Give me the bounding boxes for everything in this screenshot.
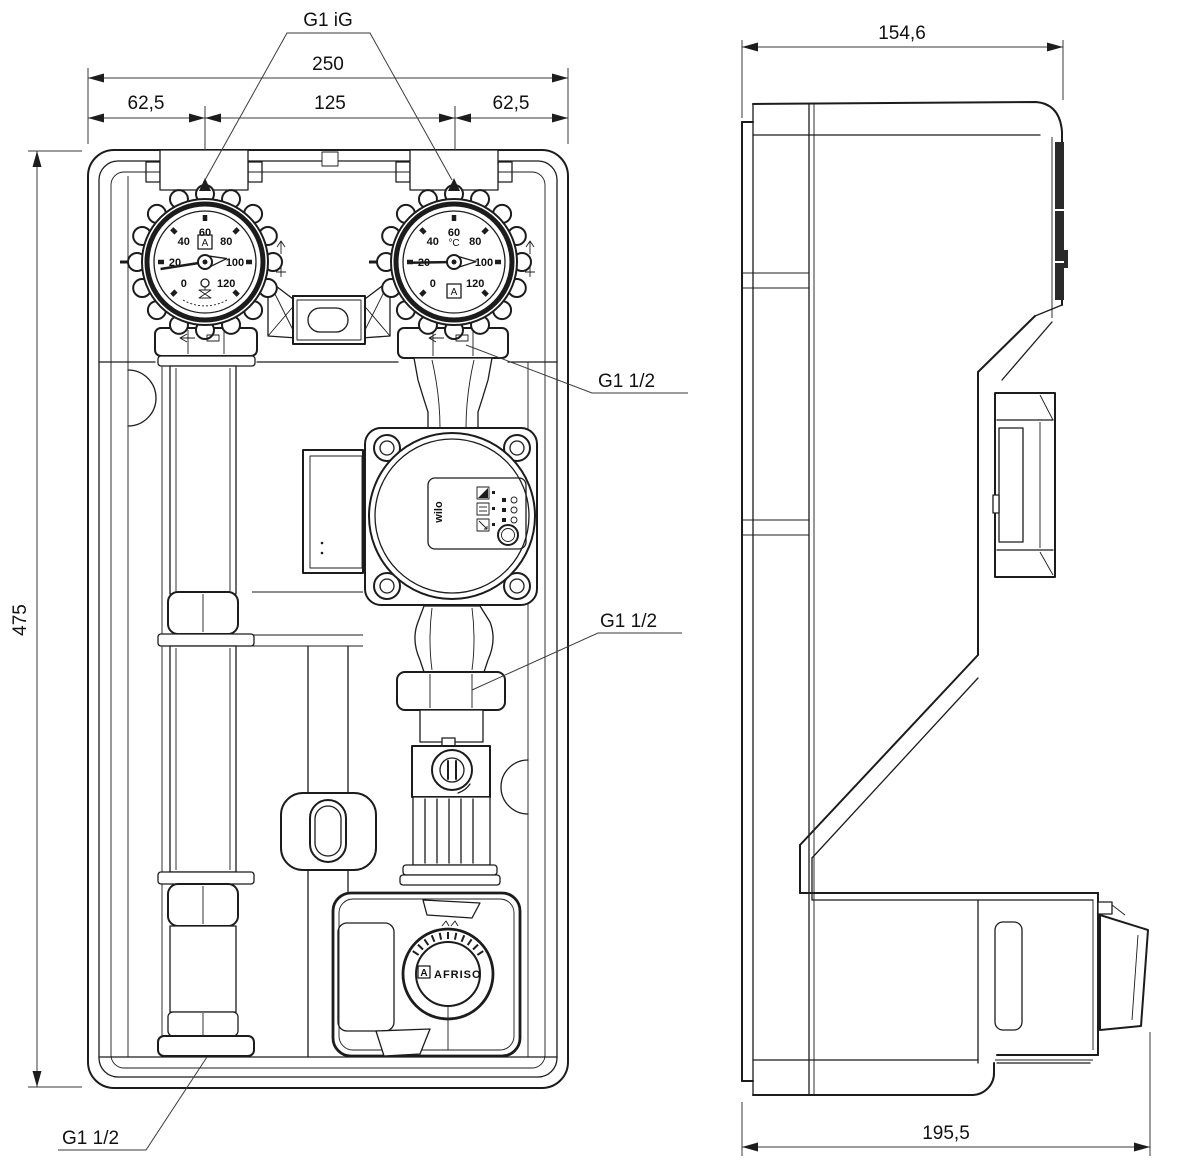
svg-text:475: 475 xyxy=(10,604,31,636)
side-actuator-knob xyxy=(1097,901,1149,1031)
label-bottom-connection: G1 1/2 xyxy=(58,1056,208,1151)
pump-terminal-box xyxy=(302,449,364,574)
left-pipe xyxy=(154,327,258,1057)
bracket-bottom xyxy=(280,792,377,871)
dimension-overall-depth: 195,5 xyxy=(741,1032,1151,1156)
pump-curve-icon xyxy=(476,518,495,532)
dial-scale-number: 80 xyxy=(469,236,481,248)
valve-symbol xyxy=(200,278,210,288)
dial-scale-number: 80 xyxy=(220,236,232,248)
pump: wilo xyxy=(302,427,538,606)
adjust-symbol: A xyxy=(451,287,458,298)
led-indicators xyxy=(502,496,518,524)
side-thermometer-edge xyxy=(1055,142,1068,300)
actuator-logo-symbol: A xyxy=(420,968,427,979)
label-top-connection: G1 iG xyxy=(204,10,453,181)
actuator-scale-tick xyxy=(423,938,430,946)
actuator-brand: AFRISO xyxy=(434,969,482,981)
display-icon xyxy=(476,486,495,500)
setting-bars-icon xyxy=(476,502,495,516)
dimension-overall-width: 250 xyxy=(88,54,568,83)
pump-bolt xyxy=(373,434,531,600)
dimensions-side: 154,6 195,5 xyxy=(741,23,1151,1156)
adjust-symbol: A xyxy=(202,238,209,249)
dial-scale-number: 100 xyxy=(475,257,493,269)
svg-text:154,6: 154,6 xyxy=(878,23,926,44)
pump-brand-logo: wilo xyxy=(433,501,445,524)
actuator-scale-tick xyxy=(460,934,466,943)
actuator-logo: A AFRISO xyxy=(417,965,482,981)
arrow-up-triangle-icon xyxy=(448,178,460,191)
actuator-scale-tick xyxy=(472,943,479,951)
arrow-left-icon xyxy=(428,333,444,343)
plus-icon xyxy=(276,267,286,277)
side-outline xyxy=(741,101,1068,1096)
side-view: 154,6 195,5 xyxy=(741,23,1151,1156)
side-pump-box xyxy=(992,392,1056,578)
unit-label: °C xyxy=(448,238,459,249)
dial-scale-number: 60 xyxy=(448,227,460,239)
bracket-top xyxy=(267,279,391,345)
dial-scale-number: 120 xyxy=(466,278,484,290)
actuator-scale-tick xyxy=(430,934,436,943)
dial-scale-number: 40 xyxy=(178,236,190,248)
front-view: wilo xyxy=(10,10,688,1151)
slot-mark-icon xyxy=(455,334,469,342)
arrow-left-icon xyxy=(179,333,195,343)
svg-text:125: 125 xyxy=(314,93,346,114)
side-actuator xyxy=(799,892,1149,1064)
actuator-dial xyxy=(401,920,495,1050)
operate-knob xyxy=(497,524,519,546)
dial-scale-number: 100 xyxy=(226,257,244,269)
dial-scale-number: 0 xyxy=(430,278,436,290)
actuator-scale-tick xyxy=(476,950,484,956)
plus-icon xyxy=(525,267,535,277)
svg-text:62,5: 62,5 xyxy=(128,93,165,114)
dimension-body-depth: 154,6 xyxy=(741,23,1064,118)
slot-mark-icon xyxy=(206,334,220,342)
svg-text:G1 1/2: G1 1/2 xyxy=(598,371,655,392)
svg-text:62,5: 62,5 xyxy=(493,93,530,114)
dial-scale-number: 40 xyxy=(427,236,439,248)
actuator-scale-tick xyxy=(438,932,443,940)
actuator-scale-tick xyxy=(412,950,420,956)
svg-text:250: 250 xyxy=(312,54,344,75)
pump-column xyxy=(396,327,509,886)
dimension-sub-widths: 62,5 125 62,5 xyxy=(88,93,568,123)
label-pump-union: G1 1/2 xyxy=(465,344,688,394)
svg-text:G1 iG: G1 iG xyxy=(303,10,353,31)
dial-scale-number: 0 xyxy=(181,278,187,290)
svg-text:195,5: 195,5 xyxy=(922,1123,970,1144)
actuator-scale-tick xyxy=(417,943,424,951)
arrow-up-icon xyxy=(525,240,535,254)
dial-scale-number: 60 xyxy=(199,227,211,239)
mounting-brackets xyxy=(267,279,391,1058)
labels-front: G1 iG G1 1/2 G1 1/2 G1 1/2 xyxy=(58,10,688,1151)
dial-fine-print xyxy=(182,299,228,307)
actuator-scale-tick xyxy=(466,938,473,946)
arrow-up-triangle-icon xyxy=(199,178,211,191)
arrow-up-icon xyxy=(276,240,286,254)
pump-display-panel: wilo xyxy=(427,477,527,550)
dial-scale-number: 120 xyxy=(217,278,235,290)
actuator-scale-tick xyxy=(453,932,458,940)
dimensions-front: 250 62,5 125 62,5 475 xyxy=(10,54,569,1088)
dimension-overall-height: 475 xyxy=(10,150,82,1088)
valve-actuator: A AFRISO xyxy=(331,891,522,1058)
svg-text:G1 1/2: G1 1/2 xyxy=(62,1128,119,1149)
svg-text:G1 1/2: G1 1/2 xyxy=(600,611,657,632)
label-valve-union: G1 1/2 xyxy=(471,611,682,691)
